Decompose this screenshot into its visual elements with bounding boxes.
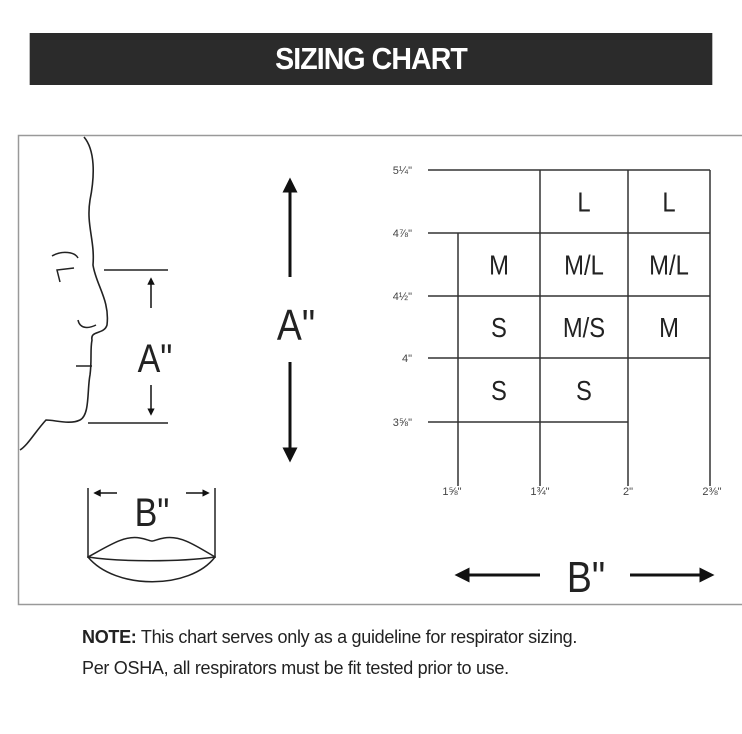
note-prefix: NOTE:	[82, 627, 137, 647]
a-axis-label: A"	[277, 300, 315, 350]
b-axis-label: B"	[567, 552, 605, 602]
size-cell-s: S	[491, 311, 507, 343]
size-cell-s: S	[576, 374, 592, 406]
y-tick-label: 4⅞"	[393, 228, 412, 240]
size-cell-l: L	[662, 186, 675, 218]
size-cell-m-l: M/L	[564, 249, 604, 281]
nostril-icon	[77, 319, 97, 329]
lips-b-label: B"	[135, 489, 170, 534]
x-tick-label: 1⅝"	[442, 486, 461, 498]
y-tick-label: 3⅝"	[393, 417, 412, 429]
lips-icon	[86, 536, 217, 583]
size-cell-m: M	[489, 249, 509, 281]
size-cell-m-s: M/S	[563, 311, 605, 343]
note-line-2: Per OSHA, all respirators must be fit te…	[82, 658, 509, 678]
size-cell-m-l: M/L	[649, 249, 689, 281]
y-tick-label: 4"	[402, 353, 412, 365]
y-tick-label: 5¼"	[393, 165, 412, 177]
note-line-1: NOTE: This chart serves only as a guidel…	[82, 627, 577, 648]
face-a-label: A"	[138, 335, 173, 380]
sizing-grid	[428, 169, 711, 486]
x-tick-label: 2"	[623, 486, 633, 498]
x-tick-label: 1¾"	[530, 486, 549, 498]
eye-icon	[51, 251, 79, 283]
diagram-frame	[17, 134, 742, 606]
note-text-1: This chart serves only as a guideline fo…	[136, 627, 578, 647]
size-cell-s: S	[491, 374, 507, 406]
page-title: SIZING CHART	[29, 33, 713, 85]
y-tick-label: 4½"	[393, 291, 412, 303]
x-tick-label: 2⅜"	[702, 486, 721, 498]
face-profile-icon	[19, 136, 109, 451]
size-cell-l: L	[577, 186, 590, 218]
size-cell-m: M	[659, 311, 679, 343]
